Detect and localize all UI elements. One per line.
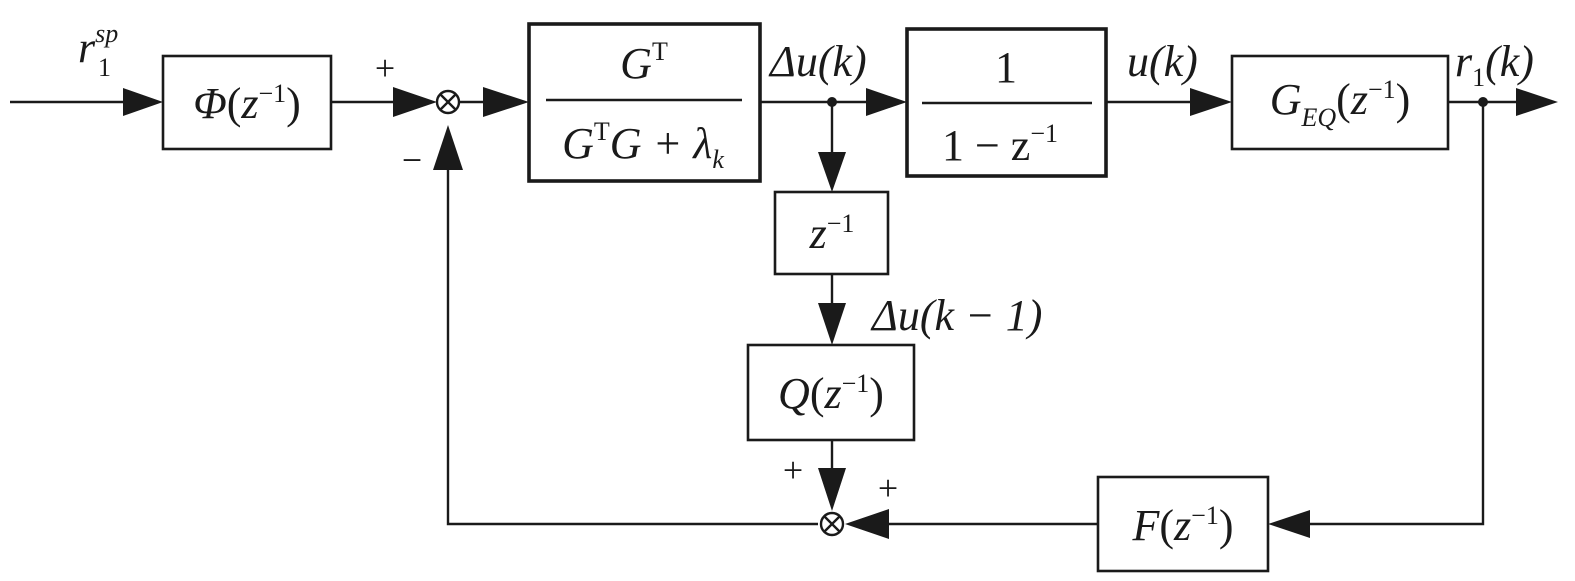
wire-output-feedback: [1290, 102, 1485, 526]
sum1-minus-sign: −: [402, 140, 422, 180]
arrowhead-into-plant: [1190, 88, 1232, 116]
r1-output-label: r1(k): [1455, 37, 1534, 92]
arrowhead-into-sum1-bottom: [433, 125, 463, 170]
sum2-plus-right-sign: +: [878, 468, 898, 508]
reference-input-label: rsp: [78, 19, 118, 72]
phi-block-label: Φ(z−1): [193, 79, 301, 128]
arrowhead-into-integrator: [866, 88, 907, 116]
du-prev-signal-label: Δu(k − 1): [870, 291, 1042, 340]
wire-sum2-to-sum1: [446, 162, 818, 526]
summing-junction-main: [435, 89, 461, 115]
arrowheads: [123, 87, 1558, 539]
arrowhead-into-f: [1268, 510, 1310, 538]
arrowhead-into-gain: [483, 87, 529, 117]
q-block: [746, 343, 916, 442]
delay-block-label: z−1: [809, 209, 855, 258]
sum2-plus-top-sign: +: [783, 450, 803, 490]
delay-block: [773, 190, 890, 276]
u-signal-label: u(k): [1127, 37, 1198, 86]
arrowhead-into-delay: [818, 152, 846, 192]
q-block-label: Q(z−1): [778, 369, 884, 418]
integrator-denominator: 1 − z−1: [942, 119, 1058, 170]
arrowhead-output: [1516, 88, 1558, 116]
phi-block: [161, 54, 333, 151]
plant-block: [1230, 54, 1450, 151]
plant-block-label: GEQ(z−1): [1270, 75, 1411, 132]
arrowhead-into-sum1-left: [393, 87, 437, 117]
gain-block: [527, 22, 762, 183]
gain-numerator: GT: [620, 37, 668, 88]
du-signal-label: Δu(k): [768, 37, 867, 86]
arrowhead-into-sum2-top: [818, 468, 846, 511]
summing-junction-feedback: [819, 511, 845, 537]
arrowhead-into-phi: [123, 88, 163, 116]
integrator-numerator: 1: [995, 43, 1017, 92]
reference-input-subscript: 1: [98, 53, 111, 82]
junction-dot-du: [827, 97, 837, 107]
signal-wires: [10, 100, 1535, 526]
f-block: [1096, 475, 1270, 573]
arrowhead-into-sum2-right: [845, 509, 889, 539]
f-block-label: F(z−1): [1132, 501, 1234, 550]
sum1-plus-sign: +: [375, 48, 395, 88]
gain-denominator: GTG + λk: [562, 117, 724, 174]
junction-dot-output: [1478, 97, 1488, 107]
arrowhead-into-q: [818, 303, 846, 345]
